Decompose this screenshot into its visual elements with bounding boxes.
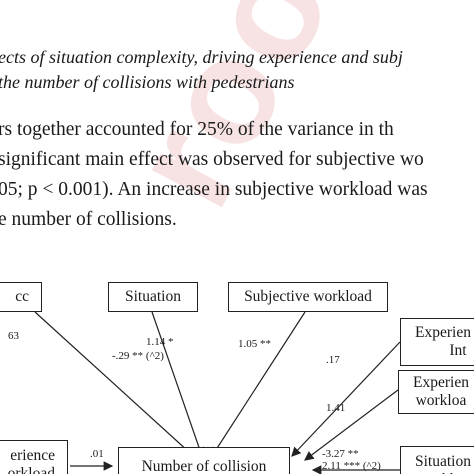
body-line-4: e number of collisions.: [0, 209, 177, 230]
arrow-right-top: [291, 341, 401, 457]
coef-right-bottom-line-2: 2.11 *** (^2): [322, 460, 381, 472]
coef-left-bottom: .01: [90, 448, 104, 460]
caption-line-1: ects of situation complexity, driving ex…: [0, 47, 403, 67]
box-right-mid-line-2: workloa: [415, 392, 467, 409]
box-left-bottom-line-1: erience: [10, 447, 55, 464]
caption-line-2: the number of collisions with pedestrian…: [0, 72, 295, 92]
box-number-of-collision-label: Number of collision: [141, 458, 267, 474]
coef-subjective-workload: 1.05 **: [238, 338, 271, 350]
box-right-top-line-1: Experien: [415, 324, 471, 342]
coef-top-left: 63: [8, 330, 19, 342]
coef-situation-line-1: 1.14 *: [146, 336, 174, 348]
box-right-top: Experien Int: [400, 318, 474, 366]
box-top-left-label: cc: [15, 288, 29, 306]
box-top-left: cc: [0, 282, 42, 312]
box-right-mid-line-1: Experien: [413, 374, 469, 392]
arrow-subjective-workload: [211, 311, 306, 458]
arrow-situation: [151, 311, 204, 458]
box-left-bottom-line-2: orkload: [7, 464, 55, 474]
box-right-top-line-2: Int: [449, 342, 467, 359]
box-subjective-workload: Subjective workload: [228, 282, 388, 312]
arrow-top-left: [34, 311, 201, 463]
box-situation-label: Situation: [125, 288, 181, 306]
box-number-of-collision: Number of collision: [118, 447, 290, 474]
coef-situation-line-2: -.29 ** (^2): [112, 350, 164, 362]
coef-right-top: .17: [326, 354, 340, 366]
box-right-bottom-line-2: workloa: [415, 471, 471, 474]
body-line-2: significant main effect was observed for…: [0, 149, 424, 170]
box-right-bottom: Situation workloa: [400, 446, 474, 474]
box-left-bottom: erience orkload: [0, 440, 68, 474]
box-right-mid: Experien workloa: [398, 370, 474, 414]
box-right-bottom-line-1: Situation: [415, 453, 471, 470]
arrow-right-mid: [304, 389, 399, 461]
coef-right-bottom-line-1: -3.27 **: [322, 448, 359, 460]
body-line-1: rs together accounted for 25% of the var…: [0, 119, 394, 140]
body-line-3: 05; p < 0.001). An increase in subjectiv…: [0, 179, 428, 200]
coef-right-mid: 1.41: [326, 402, 346, 414]
box-situation: Situation: [108, 282, 198, 312]
box-subjective-workload-label: Subjective workload: [244, 288, 372, 306]
